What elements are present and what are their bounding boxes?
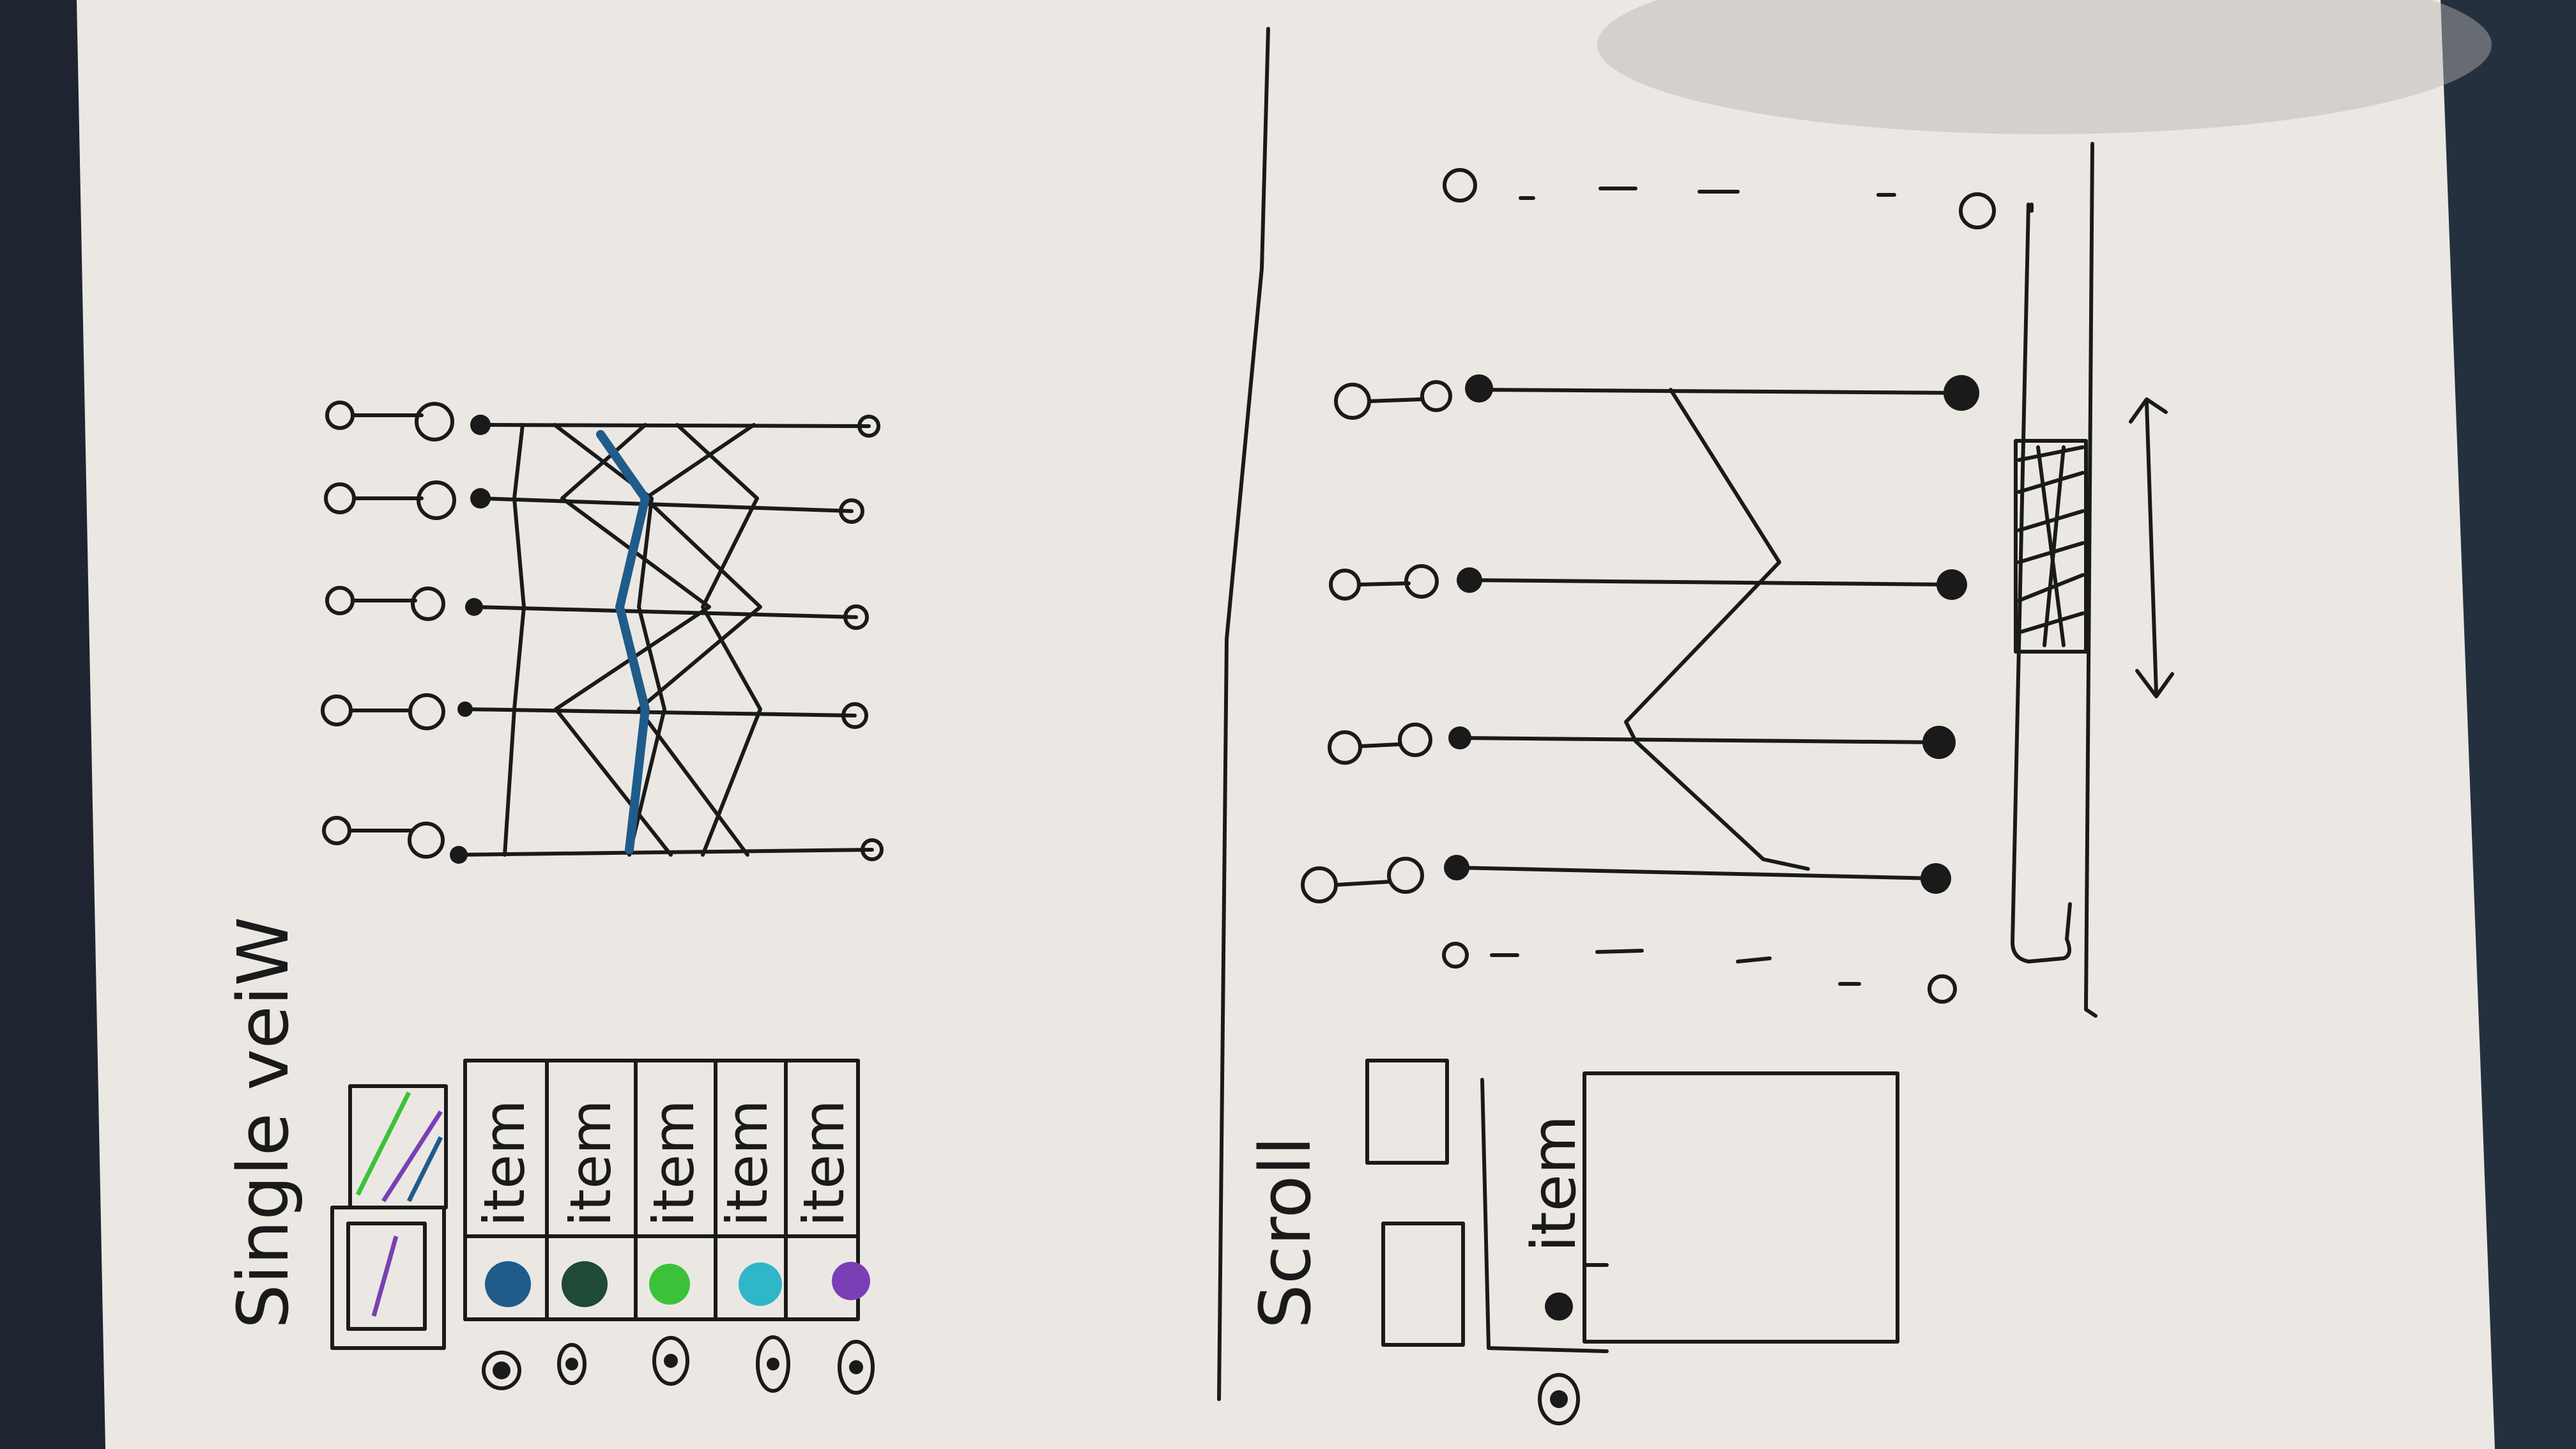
list-item[interactable]: item xyxy=(1519,1115,1590,1425)
axis xyxy=(472,605,858,619)
thumbnail-purple xyxy=(330,1206,446,1350)
parallel-coordinates-plot xyxy=(321,401,884,864)
scroll-item-list: item xyxy=(1480,1071,1899,1425)
list-item-label: item xyxy=(641,1100,707,1227)
thumbnail-small xyxy=(1365,1059,1449,1165)
paper-sheet xyxy=(77,0,2495,1449)
axis xyxy=(1455,866,1938,880)
data-line xyxy=(1624,388,1810,871)
axis xyxy=(1477,388,1963,395)
color-swatch-dot xyxy=(739,1262,782,1306)
list-item[interactable]: item xyxy=(471,1100,537,1390)
scroll-title: Scroll xyxy=(1245,1136,1326,1329)
horizontal-scrollbar[interactable] xyxy=(2011,142,2174,1018)
axis xyxy=(1468,578,1954,586)
list-item-label: item xyxy=(1519,1115,1590,1252)
offscreen-axis xyxy=(1490,187,1996,1004)
color-swatch-dot xyxy=(649,1264,690,1305)
single-view-title: Single veiW xyxy=(222,917,304,1329)
scroll-direction-arrow-icon xyxy=(2129,397,2174,698)
eye-icon[interactable] xyxy=(838,1340,875,1395)
section-divider xyxy=(1217,27,1270,1401)
color-swatch-dot xyxy=(832,1262,870,1300)
eye-icon[interactable] xyxy=(652,1336,689,1386)
axis xyxy=(479,423,871,428)
axis xyxy=(1458,736,1941,744)
axis xyxy=(452,848,874,857)
list-item[interactable]: item xyxy=(641,1100,707,1386)
axis xyxy=(463,707,857,717)
thumbnail-small xyxy=(1381,1222,1465,1347)
single-view-section: Single veiW item xyxy=(222,401,884,1395)
scrollbar-thumb[interactable] xyxy=(2014,439,2088,654)
list-item-label: item xyxy=(714,1100,780,1227)
eye-icon[interactable] xyxy=(1538,1373,1580,1425)
eye-icon[interactable] xyxy=(557,1343,586,1385)
list-item-label: item xyxy=(791,1100,857,1227)
axis xyxy=(479,496,854,513)
list-item[interactable]: item xyxy=(714,1100,790,1393)
thumbnail-green-line xyxy=(355,1091,411,1196)
list-item[interactable]: item xyxy=(557,1100,624,1385)
data-lines xyxy=(503,423,762,857)
color-swatch-dot xyxy=(562,1261,608,1307)
eye-icon[interactable] xyxy=(482,1351,521,1390)
color-swatch-dot xyxy=(485,1261,531,1307)
highlighted-line xyxy=(596,430,650,854)
axis-handles xyxy=(1301,168,1535,969)
thumbnail-pair xyxy=(330,1084,448,1350)
item-list: item item item item xyxy=(463,1059,875,1395)
list-item[interactable]: item xyxy=(791,1100,875,1395)
list-item-label: item xyxy=(471,1100,537,1227)
axis-handles xyxy=(321,401,456,859)
list-item-label: item xyxy=(558,1100,624,1227)
scroll-section: Scroll item xyxy=(1245,142,2174,1425)
color-swatch-dot xyxy=(1545,1292,1573,1321)
eye-icon[interactable] xyxy=(756,1335,790,1393)
